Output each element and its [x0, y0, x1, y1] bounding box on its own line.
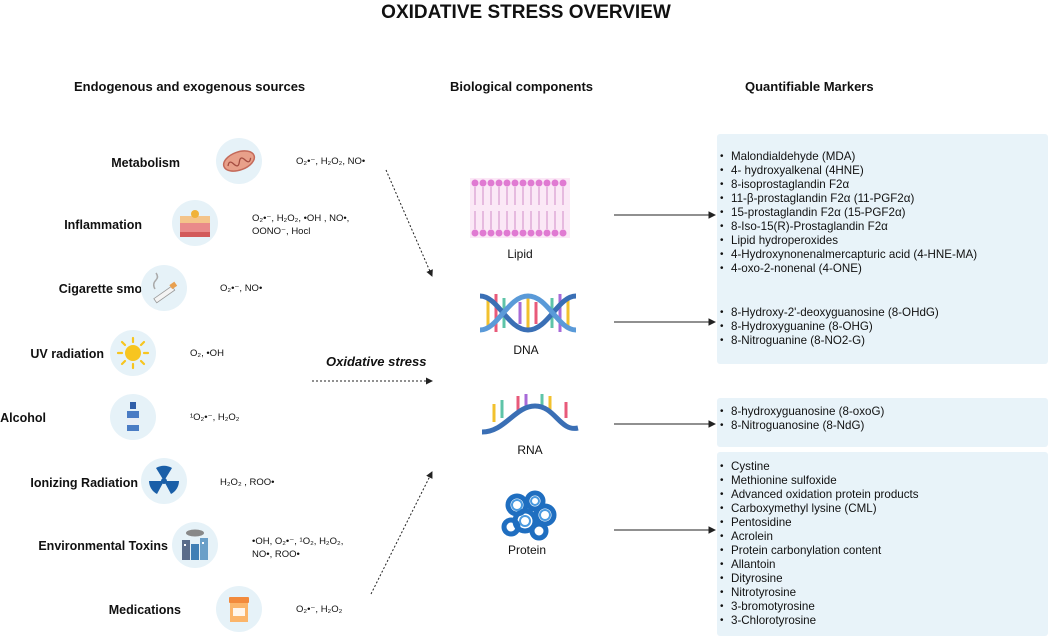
source-label-inflammation: Inflammation — [64, 218, 142, 232]
marker-item: Acrolein — [717, 530, 1048, 544]
header-components: Biological components — [450, 79, 594, 94]
ros-cigarette-smoke: O₂•⁻, NO• — [220, 283, 263, 294]
marker-item: 8-hydroxyguanosine (8-oxoG) — [717, 405, 1048, 419]
page-title: OXIDATIVE STRESS OVERVIEW — [381, 2, 671, 23]
ros-medications: O₂•⁻, H₂O₂ — [296, 604, 343, 615]
marker-item: 4-oxo-2-nonenal (4-ONE) — [717, 262, 1048, 276]
source-label-uv-radiation: UV radiation — [30, 347, 104, 361]
source-label-alcohol: Alcohol — [0, 411, 46, 425]
protein-icon — [495, 487, 565, 548]
marker-item: 3-Chlorotyrosine — [717, 614, 1048, 628]
header-sources: Endogenous and exogenous sources — [74, 79, 306, 94]
source-label-ionizing-radiation: Ionizing Radiation — [30, 476, 138, 490]
marker-item: Malondialdehyde (MDA) — [717, 150, 1048, 164]
bottle-icon — [110, 394, 156, 440]
source-label-medications: Medications — [108, 603, 181, 617]
marker-item: Dityrosine — [717, 572, 1048, 586]
markers-box-dna: 8-Hydroxy-2'-deoxyguanosine (8-OHdG) 8-H… — [717, 298, 1048, 364]
marker-item: 15-prostaglandin F2α (15-PGF2α) — [717, 206, 1048, 220]
marker-item: Lipid hydroperoxides — [717, 234, 1048, 248]
marker-item: Nitrotyrosine — [717, 586, 1048, 600]
marker-item: 4-Hydroxynonenalmercapturic acid (4-HNE-… — [717, 248, 1048, 262]
header-markers: Quantifiable Markers — [745, 79, 874, 94]
markers-box-lipid: Malondialdehyde (MDA) 4- hydroxyalkenal … — [717, 134, 1048, 302]
marker-item: Pentosidine — [717, 516, 1048, 530]
source-label-environmental-toxins: Environmental Toxins — [38, 539, 168, 553]
ros-environmental-toxins: •OH, O₂•⁻, ¹O₂, H₂O₂,NO•, ROO• — [252, 536, 344, 560]
cigarette-icon — [141, 265, 187, 311]
marker-item: 11-β-prostaglandin F2α (11-PGF2α) — [717, 192, 1048, 206]
marker-item: Protein carbonylation content — [717, 544, 1048, 558]
radiation-icon — [141, 458, 187, 504]
inflamed-tissue-icon — [172, 200, 218, 246]
dna-helix-icon — [478, 288, 578, 343]
component-label-dna: DNA — [513, 343, 539, 357]
ros-metabolism: O₂•⁻, H₂O₂, NO• — [296, 156, 366, 167]
mitochondria-icon — [216, 138, 262, 184]
arrow-medications-to-components — [370, 471, 433, 595]
component-label-protein: Protein — [507, 543, 547, 557]
source-label-metabolism: Metabolism — [111, 156, 180, 170]
source-label-cigarette-smoke: Cigarette smoke — [58, 282, 156, 296]
marker-item: 8-Hydroxyguanine (8-OHG) — [717, 320, 1048, 334]
ros-inflammation: O₂•⁻, H₂O₂, •OH , NO•,OONO⁻, Hocl — [252, 213, 350, 237]
ros-alcohol: ¹O₂•⁻, H₂O₂ — [190, 412, 240, 423]
marker-item: 4- hydroxyalkenal (4HNE) — [717, 164, 1048, 178]
marker-item: Methionine sulfoxide — [717, 474, 1048, 488]
lipid-bilayer-icon — [470, 178, 570, 243]
marker-item: 8-Nitroguanosine (8-NdG) — [717, 419, 1048, 433]
marker-item: Allantoin — [717, 558, 1048, 572]
ros-uv-radiation: O₂, •OH — [190, 348, 224, 359]
marker-item: 8-isoprostaglandin F2α — [717, 178, 1048, 192]
marker-item: 3-bromotyrosine — [717, 600, 1048, 614]
pill-box-icon — [216, 586, 262, 632]
marker-item: 8-Nitroguanine (8-NO2-G) — [717, 334, 1048, 348]
ros-ionizing-radiation: H₂O₂ , ROO• — [220, 477, 275, 488]
marker-item: 8-Hydroxy-2'-deoxyguanosine (8-OHdG) — [717, 306, 1048, 320]
oxidative-stress-label: Oxidative stress — [326, 354, 427, 369]
sun-icon — [110, 330, 156, 376]
marker-item: 8-Iso-15(R)-Prostaglandin F2α — [717, 220, 1048, 234]
marker-item: Advanced oxidation protein products — [717, 488, 1048, 502]
markers-box-protein: Cystine Methionine sulfoxide Advanced ox… — [717, 452, 1048, 636]
marker-item: Carboxymethyl lysine (CML) — [717, 502, 1048, 516]
component-label-lipid: Lipid — [507, 247, 533, 261]
markers-box-rna: 8-hydroxyguanosine (8-oxoG) 8-Nitroguano… — [717, 398, 1048, 447]
arrow-metabolism-to-components — [385, 169, 433, 277]
rna-strand-icon — [480, 392, 580, 447]
factory-icon — [172, 522, 218, 568]
marker-item: Cystine — [717, 460, 1048, 474]
component-label-rna: RNA — [517, 443, 543, 457]
